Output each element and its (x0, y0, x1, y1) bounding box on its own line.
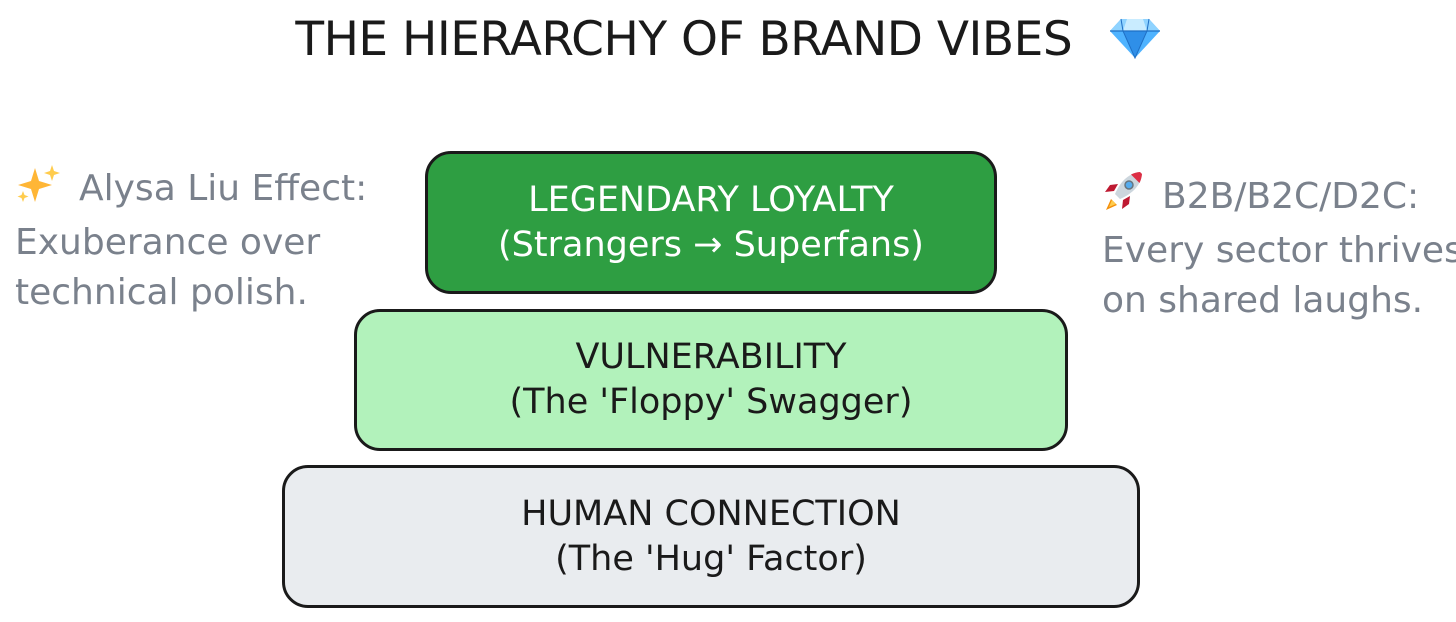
note-right-line2: Every sector thrives (1102, 230, 1456, 271)
note-b2b: B2B/B2C/D2C: Every sector thrives on sha… (1102, 170, 1456, 326)
rocket-icon (1102, 170, 1144, 226)
title-text: THE HIERARCHY OF BRAND VIBES (295, 12, 1073, 67)
note-right-line1: B2B/B2C/D2C: (1162, 176, 1420, 217)
tier-vulnerability: VULNERABILITY (The 'Floppy' Swagger) (354, 309, 1068, 451)
tier-bottom-subtitle: (The 'Hug' Factor) (555, 538, 867, 579)
gem-icon (1109, 16, 1161, 71)
diagram-title: THE HIERARCHY OF BRAND VIBES (0, 12, 1456, 71)
tier-top-subtitle: (Strangers → Superfans) (498, 224, 924, 265)
tier-legendary-loyalty: LEGENDARY LOYALTY (Strangers → Superfans… (425, 151, 997, 294)
tier-bottom-title: HUMAN CONNECTION (521, 493, 901, 534)
note-left-line3: technical polish. (15, 272, 308, 313)
tier-human-connection: HUMAN CONNECTION (The 'Hug' Factor) (282, 465, 1140, 608)
sparkles-icon (15, 164, 61, 218)
note-alysa-liu: Alysa Liu Effect: Exuberance over techni… (15, 164, 367, 318)
tier-middle-title: VULNERABILITY (575, 337, 847, 377)
note-left-line1: Alysa Liu Effect: (79, 168, 368, 209)
tier-middle-subtitle: (The 'Floppy' Swagger) (509, 382, 913, 422)
tier-top-title: LEGENDARY LOYALTY (528, 179, 894, 220)
note-left-line2: Exuberance over (15, 222, 321, 263)
note-right-line3: on shared laughs. (1102, 280, 1424, 321)
